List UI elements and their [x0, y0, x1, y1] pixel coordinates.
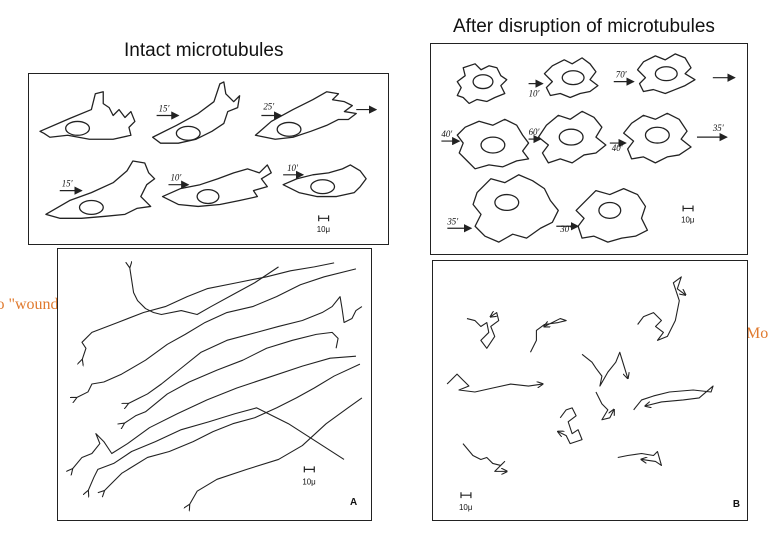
cell-outline	[456, 63, 508, 105]
migration-track	[462, 443, 507, 472]
time-label: 10′	[287, 163, 299, 173]
cell-nucleus	[558, 128, 584, 146]
migration-track	[466, 313, 500, 349]
cell-outline	[254, 91, 357, 140]
migration-track	[128, 296, 363, 404]
time-label: 40′	[441, 129, 453, 139]
cell-outline	[39, 91, 136, 140]
migration-track	[189, 397, 363, 505]
migration-track	[124, 331, 339, 423]
cell-nucleus	[561, 70, 585, 86]
scale-label: 10μ	[459, 503, 472, 512]
migration-track	[558, 407, 583, 445]
cell-outline	[623, 112, 692, 164]
panel-letter: B	[733, 499, 740, 510]
cell-outline	[161, 164, 272, 208]
time-label: 35′	[712, 123, 725, 133]
migration-track	[529, 318, 567, 353]
side-label-right: Mo	[746, 325, 768, 342]
cell-nucleus	[310, 179, 336, 195]
cell-nucleus	[472, 74, 494, 90]
migration-track	[595, 391, 614, 421]
cell-nucleus	[654, 66, 678, 82]
migration-tracks-panel-b: 10μ B	[432, 260, 748, 521]
cell-nucleus	[644, 126, 670, 144]
time-label: 70′	[616, 70, 628, 80]
cell-nucleus	[276, 121, 302, 137]
cell-outline	[282, 164, 367, 198]
time-label: 10′	[529, 89, 541, 99]
intact-cell-shapes-figure: 15′ 25′ 15′ 10′ 10′ 10μ	[39, 81, 378, 234]
migration-track	[104, 363, 361, 491]
migration-tracks-a-figure: 10μ A	[58, 249, 363, 520]
migration-track	[88, 407, 345, 491]
migration-track	[446, 373, 542, 393]
cell-nucleus	[598, 201, 622, 219]
migration-track	[76, 268, 357, 398]
cell-outline	[537, 110, 607, 164]
time-label: 30′	[559, 224, 572, 234]
side-label-left: to "wound"	[0, 296, 66, 313]
scale-label: 10μ	[302, 477, 315, 486]
migration-track	[72, 355, 356, 469]
cell-outline	[575, 187, 649, 243]
time-label: 60′	[529, 127, 541, 137]
time-label: 10′	[170, 173, 182, 183]
migration-track	[82, 262, 335, 360]
intact-cell-shapes-panel: 15′ 25′ 15′ 10′ 10′ 10μ	[28, 73, 389, 245]
scale-bar	[318, 215, 330, 222]
cell-outline	[456, 118, 530, 170]
cell-outline	[472, 174, 559, 243]
migration-track	[581, 351, 628, 387]
migration-track	[633, 385, 714, 411]
migration-track	[617, 450, 662, 466]
cell-nucleus	[196, 188, 220, 205]
scale-bar	[682, 205, 694, 212]
migration-track	[130, 267, 279, 316]
panel-letter: A	[350, 497, 357, 508]
cell-outline	[543, 57, 599, 99]
migration-track	[637, 276, 686, 341]
scale-bar	[303, 466, 315, 473]
cell-nucleus	[175, 125, 201, 141]
time-label: 25′	[263, 102, 275, 112]
migration-tracks-b-figure: 10μ B	[446, 276, 740, 512]
disrupted-cell-shapes-figure: 10′ 70′ 40′ 60′ 40′ 35′ 35′ 30′ 10μ	[441, 53, 736, 243]
cell-nucleus	[494, 193, 520, 212]
time-label: 15′	[62, 179, 74, 189]
scale-label: 10μ	[681, 215, 694, 224]
cell-nucleus	[78, 199, 104, 215]
intact-title: Intact microtubules	[124, 40, 284, 61]
scale-bar	[460, 492, 472, 499]
migration-tracks-panel-a: 10μ A	[57, 248, 372, 521]
cell-nucleus	[65, 120, 91, 136]
cell-nucleus	[480, 136, 506, 154]
time-label: 15′	[159, 104, 171, 114]
cell-outline	[636, 53, 696, 95]
time-label: 35′	[446, 216, 459, 226]
scale-label: 10μ	[317, 225, 330, 234]
disrupted-cell-shapes-panel: 10′ 70′ 40′ 60′ 40′ 35′ 35′ 30′ 10μ	[430, 43, 748, 255]
disrupted-title: After disruption of microtubules	[453, 16, 715, 37]
time-label: 40′	[612, 143, 624, 153]
cell-outline	[45, 160, 156, 219]
